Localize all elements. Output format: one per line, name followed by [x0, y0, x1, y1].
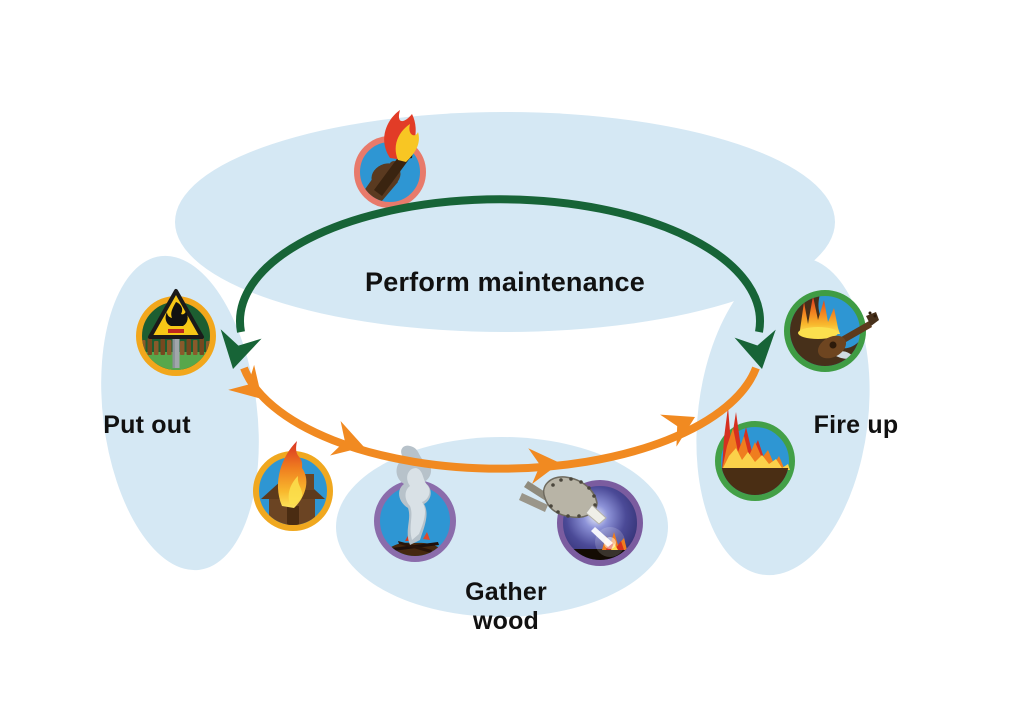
maintenance-arc — [236, 195, 764, 333]
guitar — [817, 311, 879, 359]
arrow-head — [660, 414, 695, 447]
label-wood: wood — [472, 607, 540, 635]
label-fire-up: Fire up — [813, 411, 899, 439]
cycle-arrowheads — [228, 364, 695, 485]
bellows-icon — [519, 476, 643, 566]
campfire-guitar-icon — [784, 290, 879, 372]
smoldering-embers-icon — [374, 445, 456, 562]
cycle-arc-bottom — [240, 366, 760, 473]
torch-icon — [354, 110, 426, 208]
bellows-tool — [519, 476, 607, 525]
label-perform-maintenance: Perform maintenance — [365, 267, 645, 297]
maintenance-arrow-right — [734, 329, 776, 369]
arrow-head — [528, 448, 560, 485]
cycle-arcs — [220, 195, 776, 485]
label-gather: Gather — [465, 578, 547, 606]
wildfire-icon — [715, 407, 795, 501]
background-blobs — [101, 112, 870, 617]
blob-top — [175, 112, 835, 332]
arrow-head — [228, 364, 262, 399]
arrow-head — [330, 421, 364, 456]
wildfire-flames-yellow — [722, 448, 790, 470]
maintenance-arrow-left — [220, 329, 262, 369]
house-fire-icon — [253, 441, 333, 531]
label-put-out: Put out — [103, 411, 191, 439]
fire-risk-sign-icon — [136, 289, 216, 376]
warning-triangle — [148, 289, 204, 339]
